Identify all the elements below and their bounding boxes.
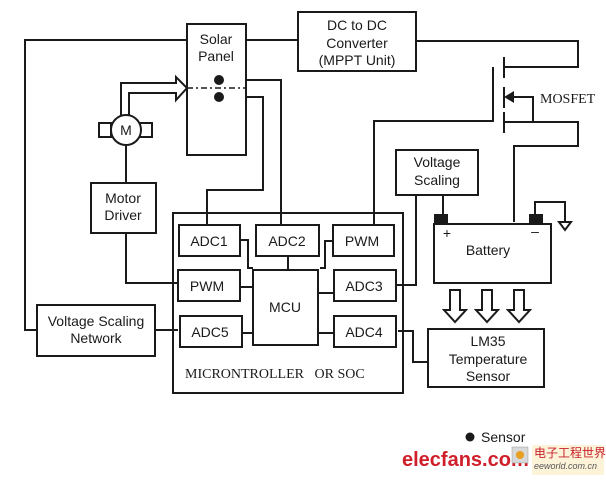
motor-driver-label-line1: Motor (105, 190, 141, 206)
mosfet-symbol: MOSFET (503, 57, 596, 133)
heat-arrows (441, 289, 533, 324)
watermark-cn-sub: eeworld.com.cn (534, 461, 597, 471)
lm35-label-line1: LM35 (470, 333, 505, 349)
wire-mosfet-source (504, 121, 579, 222)
dcdc-label-line2: Converter (326, 35, 388, 51)
watermark: elecfans.com 电子工程世界 eeworld.com.cn (402, 445, 606, 475)
wire-sensor2-to-adc1 (206, 96, 264, 228)
wire-dcdc-to-mosfet (416, 40, 579, 68)
watermark-logo-dot-icon (516, 451, 524, 459)
mcu-block (252, 269, 319, 346)
pwm-top-block (332, 224, 395, 257)
battery-terminal-plus (434, 214, 448, 224)
ground-icon (557, 221, 573, 232)
vs-network-label-line2: Network (70, 330, 122, 346)
battery-minus-sign: – (531, 223, 539, 239)
adc2-label: ADC2 (268, 233, 306, 249)
lm35-label-line2: Temperature (449, 351, 528, 367)
voltage-scaling-block: Voltage Scaling (395, 149, 479, 196)
wires (24, 39, 579, 363)
wire-mosfet-body (512, 96, 534, 122)
watermark-bg (532, 445, 604, 475)
adc3-block (333, 269, 397, 302)
dcdc-label-line3: (MPPT Unit) (319, 52, 396, 68)
adc2-block (255, 224, 320, 257)
watermark-cn-title: 电子工程世界 (534, 445, 606, 460)
battery-plus-sign: + (443, 225, 451, 241)
sensor-dot-bottom (214, 92, 224, 102)
pwm-top-label: PWM (345, 233, 379, 249)
adc3-label: ADC3 (345, 278, 383, 294)
dcdc-converter-block: DC to DC Converter (MPPT Unit) (297, 11, 417, 72)
voltage-scaling-network-block: Voltage Scaling Network (36, 304, 156, 357)
solar-panel-label-line2: Panel (198, 48, 234, 64)
heat-arrow-1 (441, 289, 469, 324)
sensor-dot-top (214, 75, 224, 85)
voltage-scaling-label-line2: Scaling (414, 172, 460, 188)
microcontroller-label: MICRONTROLLER OR SOC (185, 367, 365, 382)
sensor-legend-dot-icon (465, 432, 475, 442)
battery-label: Battery (466, 242, 510, 258)
adc4-label: ADC4 (345, 324, 383, 340)
voltage-scaling-label-line1: Voltage (414, 154, 461, 170)
watermark-elecfans: elecfans.com (402, 449, 529, 471)
wire-adc1-to-mcu (240, 239, 253, 269)
heat-arrow-3 (505, 289, 533, 324)
adc1-block (178, 224, 241, 257)
adc4-block (333, 315, 397, 348)
sensor-legend-label: Sensor (481, 429, 526, 445)
motor-driver-block: Motor Driver (90, 182, 157, 234)
dcdc-label-line1: DC to DC (327, 17, 387, 33)
solar-panel-block: Solar Panel (186, 23, 247, 156)
mosfet-label: MOSFET (540, 92, 596, 107)
wire-vscaling-to-adc3 (398, 195, 417, 286)
pwm-left-block (177, 269, 241, 302)
lm35-sensor-block: LM35 Temperature Sensor (427, 328, 545, 388)
wire-gate-to-pwm (373, 67, 494, 228)
wire-solar-to-vs-network (24, 39, 187, 331)
adc1-label: ADC1 (190, 233, 228, 249)
solar-panel-label-line1: Solar (200, 31, 233, 47)
motor-block: M (98, 114, 153, 146)
wire-batt-to-ground (534, 201, 566, 222)
microcontroller-container: MICRONTROLLER OR SOC ADC1 ADC2 PWM PWM M… (172, 212, 404, 394)
motor-symbol-label: M (120, 122, 132, 138)
pwm-left-label: PWM (190, 278, 224, 294)
adc5-block (179, 315, 243, 348)
legend: Sensor (465, 429, 526, 445)
vs-network-label-line1: Voltage Scaling (48, 313, 145, 329)
battery-terminal-minus (529, 214, 543, 224)
motor-shaft-arrow (120, 74, 189, 115)
wire-driver-to-pwm (125, 233, 177, 284)
battery-block: + – Battery (433, 214, 552, 284)
motor-driver-label-line2: Driver (104, 207, 142, 223)
wire-pwm-to-mcu (320, 240, 333, 269)
lm35-label-line3: Sensor (466, 368, 511, 384)
wire-adc4-to-lm35 (398, 330, 428, 363)
heat-arrow-2 (473, 289, 501, 324)
mcu-label: MCU (269, 299, 301, 315)
adc5-label: ADC5 (191, 324, 229, 340)
